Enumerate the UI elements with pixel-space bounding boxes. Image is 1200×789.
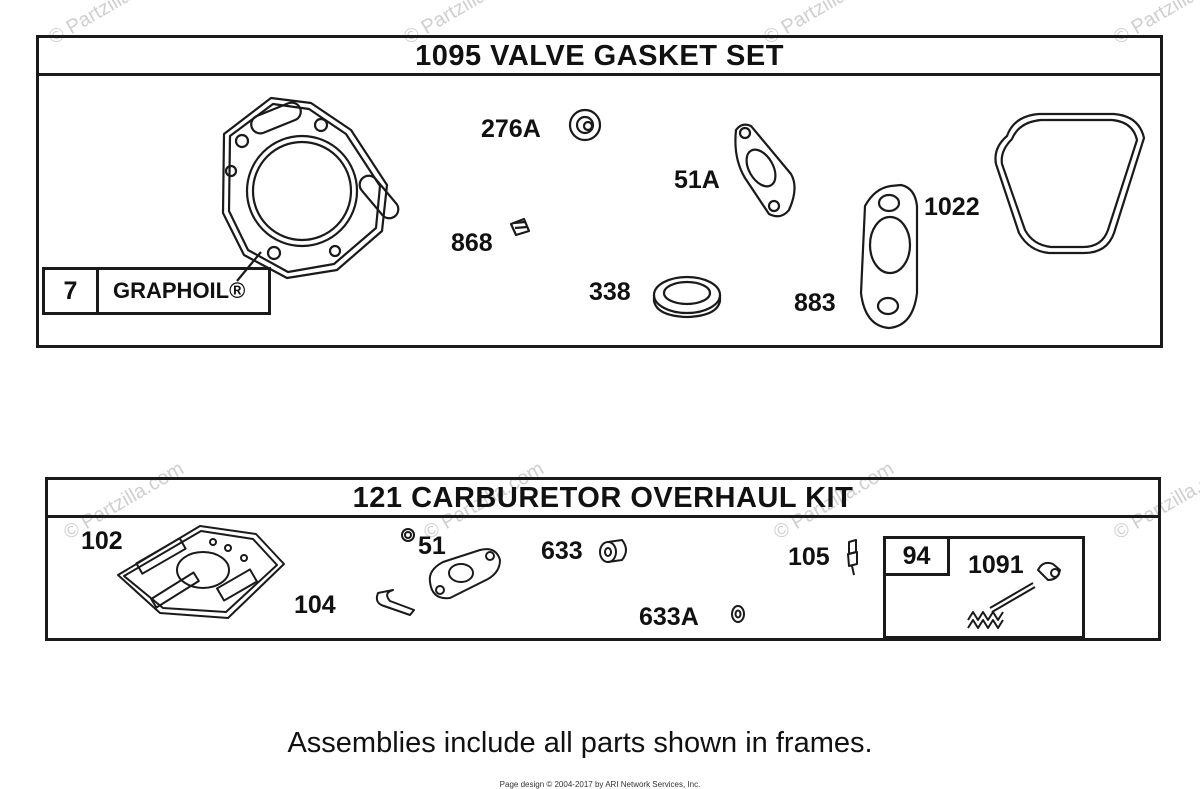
valve-gasket-set-frame: 1095 VALVE GASKET SET [36,35,1163,348]
valve-gasket-set-drawing [221,96,1146,330]
subkit-box: 94 1091 [883,536,1085,639]
part-label-868: 868 [451,229,493,257]
part-label-276a: 276A [481,115,541,143]
part-label-338: 338 [589,278,631,306]
needle-105-icon [847,539,858,576]
clip-104-icon [375,589,415,616]
screw-spring-1091-icon [967,561,1061,629]
graphoil-name: GRAPHOIL® [113,278,246,303]
carburetor-kit-frame: 121 CARBURETOR OVERHAUL KIT [45,477,1161,641]
subkit-ref-number: 94 [902,541,931,570]
ring-868-icon [509,217,531,237]
assembly-note: Assemblies include all parts shown in fr… [287,727,873,759]
carburetor-kit-drawing [117,525,1061,629]
subkit-ref-box: 94 [883,536,950,576]
part-label-633: 633 [541,537,583,565]
part-label-105: 105 [788,543,830,571]
seal-276a-icon [568,108,602,142]
oil-seal-338-icon [652,275,722,319]
cylinder-head-gasket-icon [221,96,400,282]
part-label-883: 883 [794,289,836,317]
page-credit: Page design © 2004-2017 by ARI Network S… [499,780,701,789]
graphoil-ref-number: 7 [45,270,99,312]
intake-gasket-51a-icon [734,123,796,218]
part-label-102: 102 [81,527,123,555]
part-label-1022: 1022 [924,193,980,221]
gasket-51-icon [401,528,501,600]
rocker-cover-gasket-1022-icon [994,112,1146,255]
part-label-633a: 633A [639,603,699,631]
exhaust-gasket-883-icon [859,183,919,330]
graphoil-box: 7 GRAPHOIL® [42,267,271,315]
carburetor-kit-title: 121 CARBURETOR OVERHAUL KIT [48,480,1158,518]
part-label-104: 104 [294,591,336,619]
part-label-51a: 51A [674,166,720,194]
part-label-1091: 1091 [968,551,1024,579]
plate-gasket-102-icon [117,525,285,619]
valve-gasket-set-title: 1095 VALVE GASKET SET [39,38,1160,76]
part-label-51: 51 [418,532,446,560]
washer-633a-icon [731,605,745,623]
bushing-633-icon [599,539,627,563]
